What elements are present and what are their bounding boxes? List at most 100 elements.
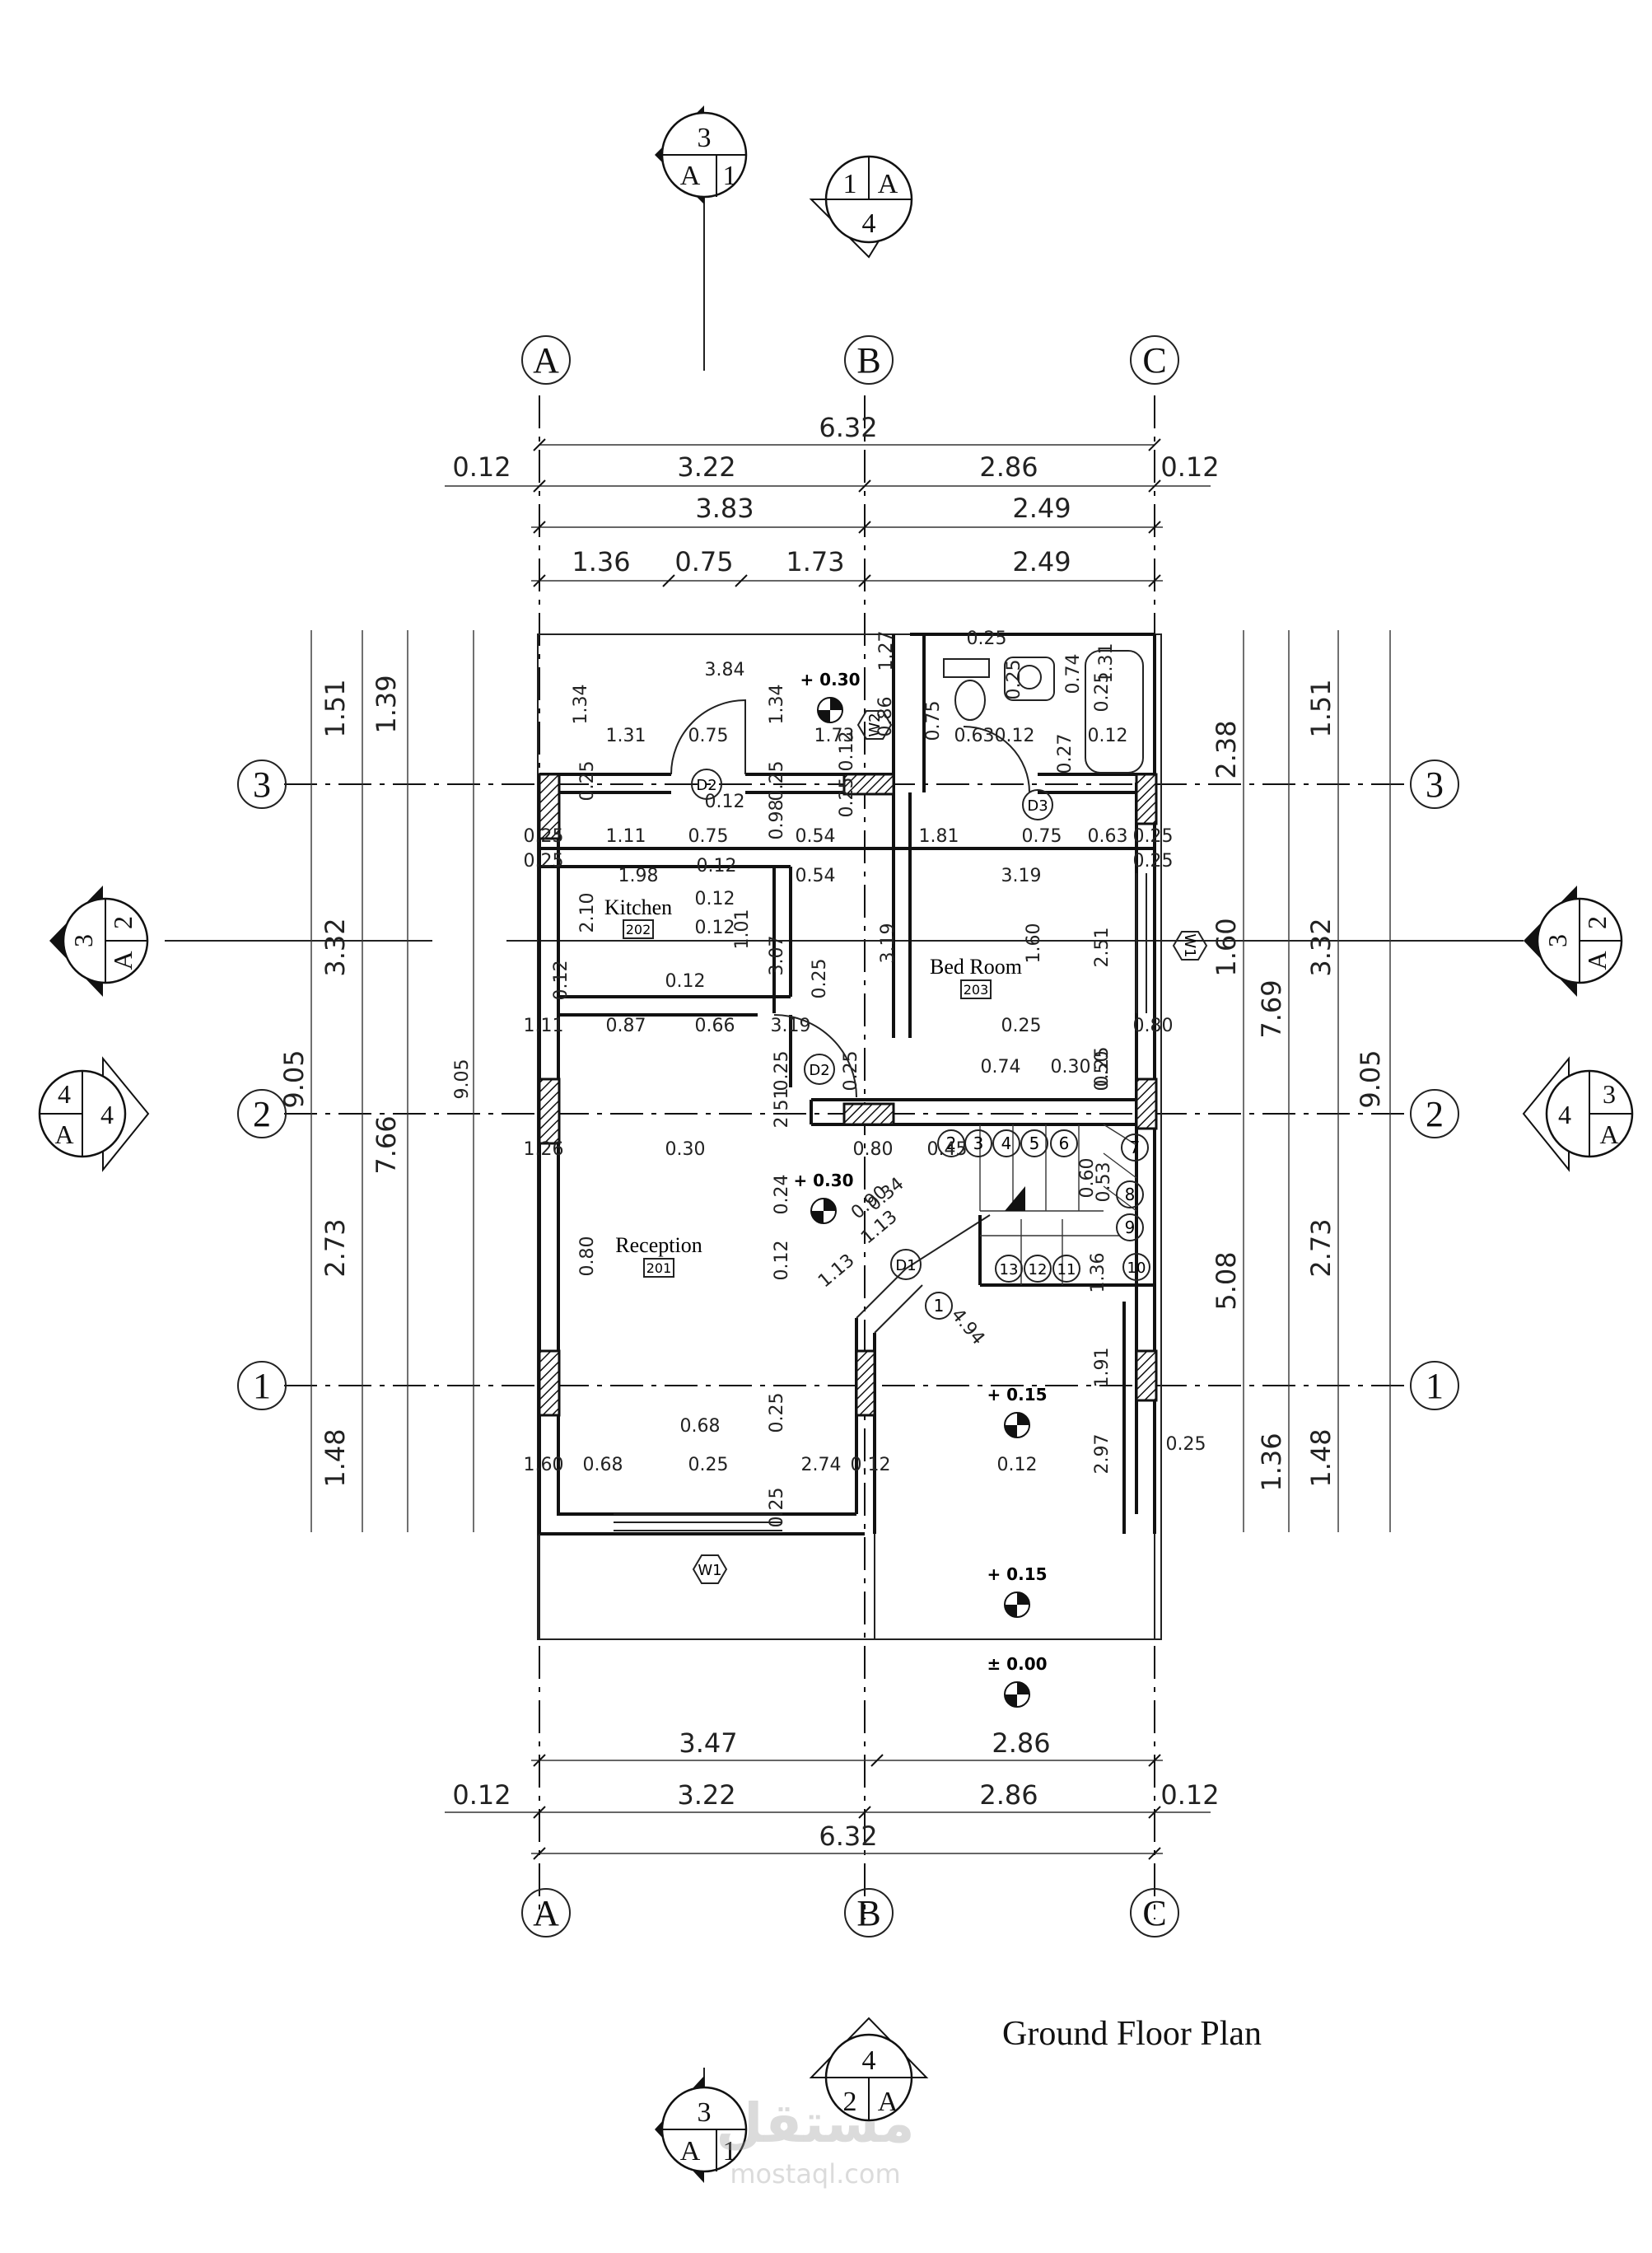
dim-text: 9.05 (1355, 1049, 1386, 1108)
interior-dim-text: 0.80 (1133, 1016, 1174, 1036)
grid-label: 2 (253, 1094, 271, 1134)
wall (539, 847, 1155, 868)
interior-dim-text: 0.54 (796, 866, 836, 886)
room-labels: Kitchen 202 Bed Room 203 Reception 201 (604, 895, 1022, 1278)
dim-text: 2.49 (1012, 546, 1071, 577)
interior-dim-text: 1.60 (1024, 923, 1044, 964)
level-text: + 0.30 (793, 1171, 853, 1190)
room-code-box (623, 919, 654, 939)
level-text: + 0.15 (987, 1385, 1047, 1405)
interior-dim-text: 1.60 (524, 1455, 564, 1475)
grid-label: B (856, 1893, 880, 1933)
marker-text: A (878, 169, 898, 199)
marker-text: 4 (862, 2045, 876, 2076)
wall (539, 773, 671, 794)
sink (1004, 657, 1055, 701)
interior-dim-text: 1.98 (618, 866, 659, 886)
dim-text: 1.51 (320, 679, 351, 737)
interior-dim-text: 4.94 (947, 1305, 989, 1349)
interior-dim-text: 0.75 (688, 726, 729, 746)
marker-text: A (1582, 951, 1612, 970)
interior-dim-text: 0.68 (583, 1455, 623, 1475)
section-marker-bottom-right: 4 2 A (809, 2017, 929, 2122)
dim-text: 1.36 (572, 546, 630, 577)
interior-dim-text: 0.25 (524, 826, 564, 847)
dim-text: 3.32 (1305, 918, 1337, 976)
dim-text: 3.47 (679, 1727, 737, 1759)
interior-dim-text: 3.19 (771, 1016, 811, 1036)
interior-dim-text: 1.31 (606, 726, 646, 746)
interior-dim-text: 1.36 (1088, 1253, 1108, 1293)
section-marker-top-right: 1 A 4 (809, 155, 913, 259)
dim-text: 0.12 (452, 1779, 511, 1811)
step-number: 5 (1029, 1134, 1040, 1153)
step-number: 7 (1130, 1138, 1141, 1157)
dim-text: 1.48 (320, 1428, 351, 1487)
porch-outline (539, 1534, 1155, 1639)
level-marker: ± 0.00 (987, 1654, 1048, 1708)
dim-text: 6.32 (819, 1821, 877, 1852)
grid-label: 3 (253, 764, 271, 805)
interior-dim-text: 2.51 (1092, 928, 1113, 968)
grid-axes (165, 189, 1524, 2138)
dim-text: 3.32 (320, 918, 351, 976)
dim-text: 2.73 (320, 1218, 351, 1277)
interior-dim-text: 0.24 (772, 1175, 792, 1215)
grid-bubble-1-left: 1 (237, 1361, 287, 1410)
step-number: 4 (1001, 1134, 1012, 1153)
dim-text: 2.73 (1305, 1218, 1337, 1277)
interior-dim-text: 0.60 (1077, 1158, 1098, 1199)
interior-dim-text: 2.10 (577, 893, 598, 933)
step-number: 6 (1059, 1134, 1070, 1153)
door-tag: D2 (696, 777, 716, 794)
interior-dim-text: 1.01 (732, 909, 753, 950)
interior-dim-text: 0.12 (695, 889, 735, 909)
interior-dim-text: 1.27 (876, 631, 897, 671)
door-tag: D3 (1027, 797, 1048, 815)
interior-dim-text: 0.74 (981, 1057, 1021, 1077)
watermark-arabic: مستقل (716, 2092, 914, 2155)
dim-text: 2.86 (979, 451, 1038, 483)
dim-text: 2.86 (992, 1727, 1050, 1759)
grid-bubble-3-right: 3 (1410, 760, 1459, 809)
marker-text: 2 (108, 916, 138, 929)
interior-dim-text: 1.34 (571, 685, 591, 725)
section-marker-bottom: 3 A 1 (655, 2076, 748, 2183)
interior-dim-text: 0.25 (841, 1051, 861, 1091)
interior-dim-text: 0.53 (1094, 1162, 1114, 1203)
marker-text: 1 (723, 161, 737, 191)
room-name-kitchen: Kitchen (604, 895, 672, 919)
stair-treads (979, 1124, 1137, 1285)
interior-dim-text: 0.30 (665, 1139, 706, 1160)
interior-dim-text: 0.74 (1063, 654, 1084, 694)
level-text: + 0.15 (987, 1564, 1047, 1584)
window-tag: W1 (1181, 933, 1198, 957)
window-tag: W2 (866, 713, 884, 736)
room-code-bedroom: 203 (964, 982, 989, 998)
grid-bubble-b-bottom: B (844, 1888, 894, 1937)
door-swing (963, 726, 1030, 793)
step-number: 2 (946, 1134, 957, 1153)
interior-dim-text: 0.12 (697, 856, 737, 876)
interior-dim-text: 0.68 (680, 1416, 721, 1437)
grid-label: 1 (253, 1366, 271, 1406)
interior-dim-text: 0.12 (695, 918, 735, 938)
dim-text: 3.83 (695, 493, 754, 524)
interior-dim-text: 0.25 (967, 629, 1007, 649)
grid-bubble-2-left: 2 (237, 1089, 287, 1138)
top-dimensions: 6.32 0.12 3.22 2.86 0.12 3.83 2.49 1.36 … (445, 412, 1220, 587)
interior-dim-text: 0.12 (851, 1455, 891, 1475)
stair-wall (978, 1215, 1155, 1287)
marker-text: A (54, 1119, 73, 1149)
interior-dim-text: 0.25 (767, 761, 787, 802)
dim-text: 1.48 (1305, 1428, 1337, 1487)
interior-dim-text: 3.07 (767, 936, 787, 976)
door-swing (670, 699, 746, 775)
room-code-reception: 201 (646, 1260, 672, 1276)
interior-dim-text: 0.12 (1088, 726, 1128, 746)
grid-bubbles: A B C A B C 3 2 1 3 2 1 (237, 335, 1459, 1937)
interior-dim-text: 0.25 (688, 1455, 729, 1475)
interior-dim-text: 1.26 (524, 1139, 564, 1160)
dim-text: 0.12 (1160, 451, 1219, 483)
